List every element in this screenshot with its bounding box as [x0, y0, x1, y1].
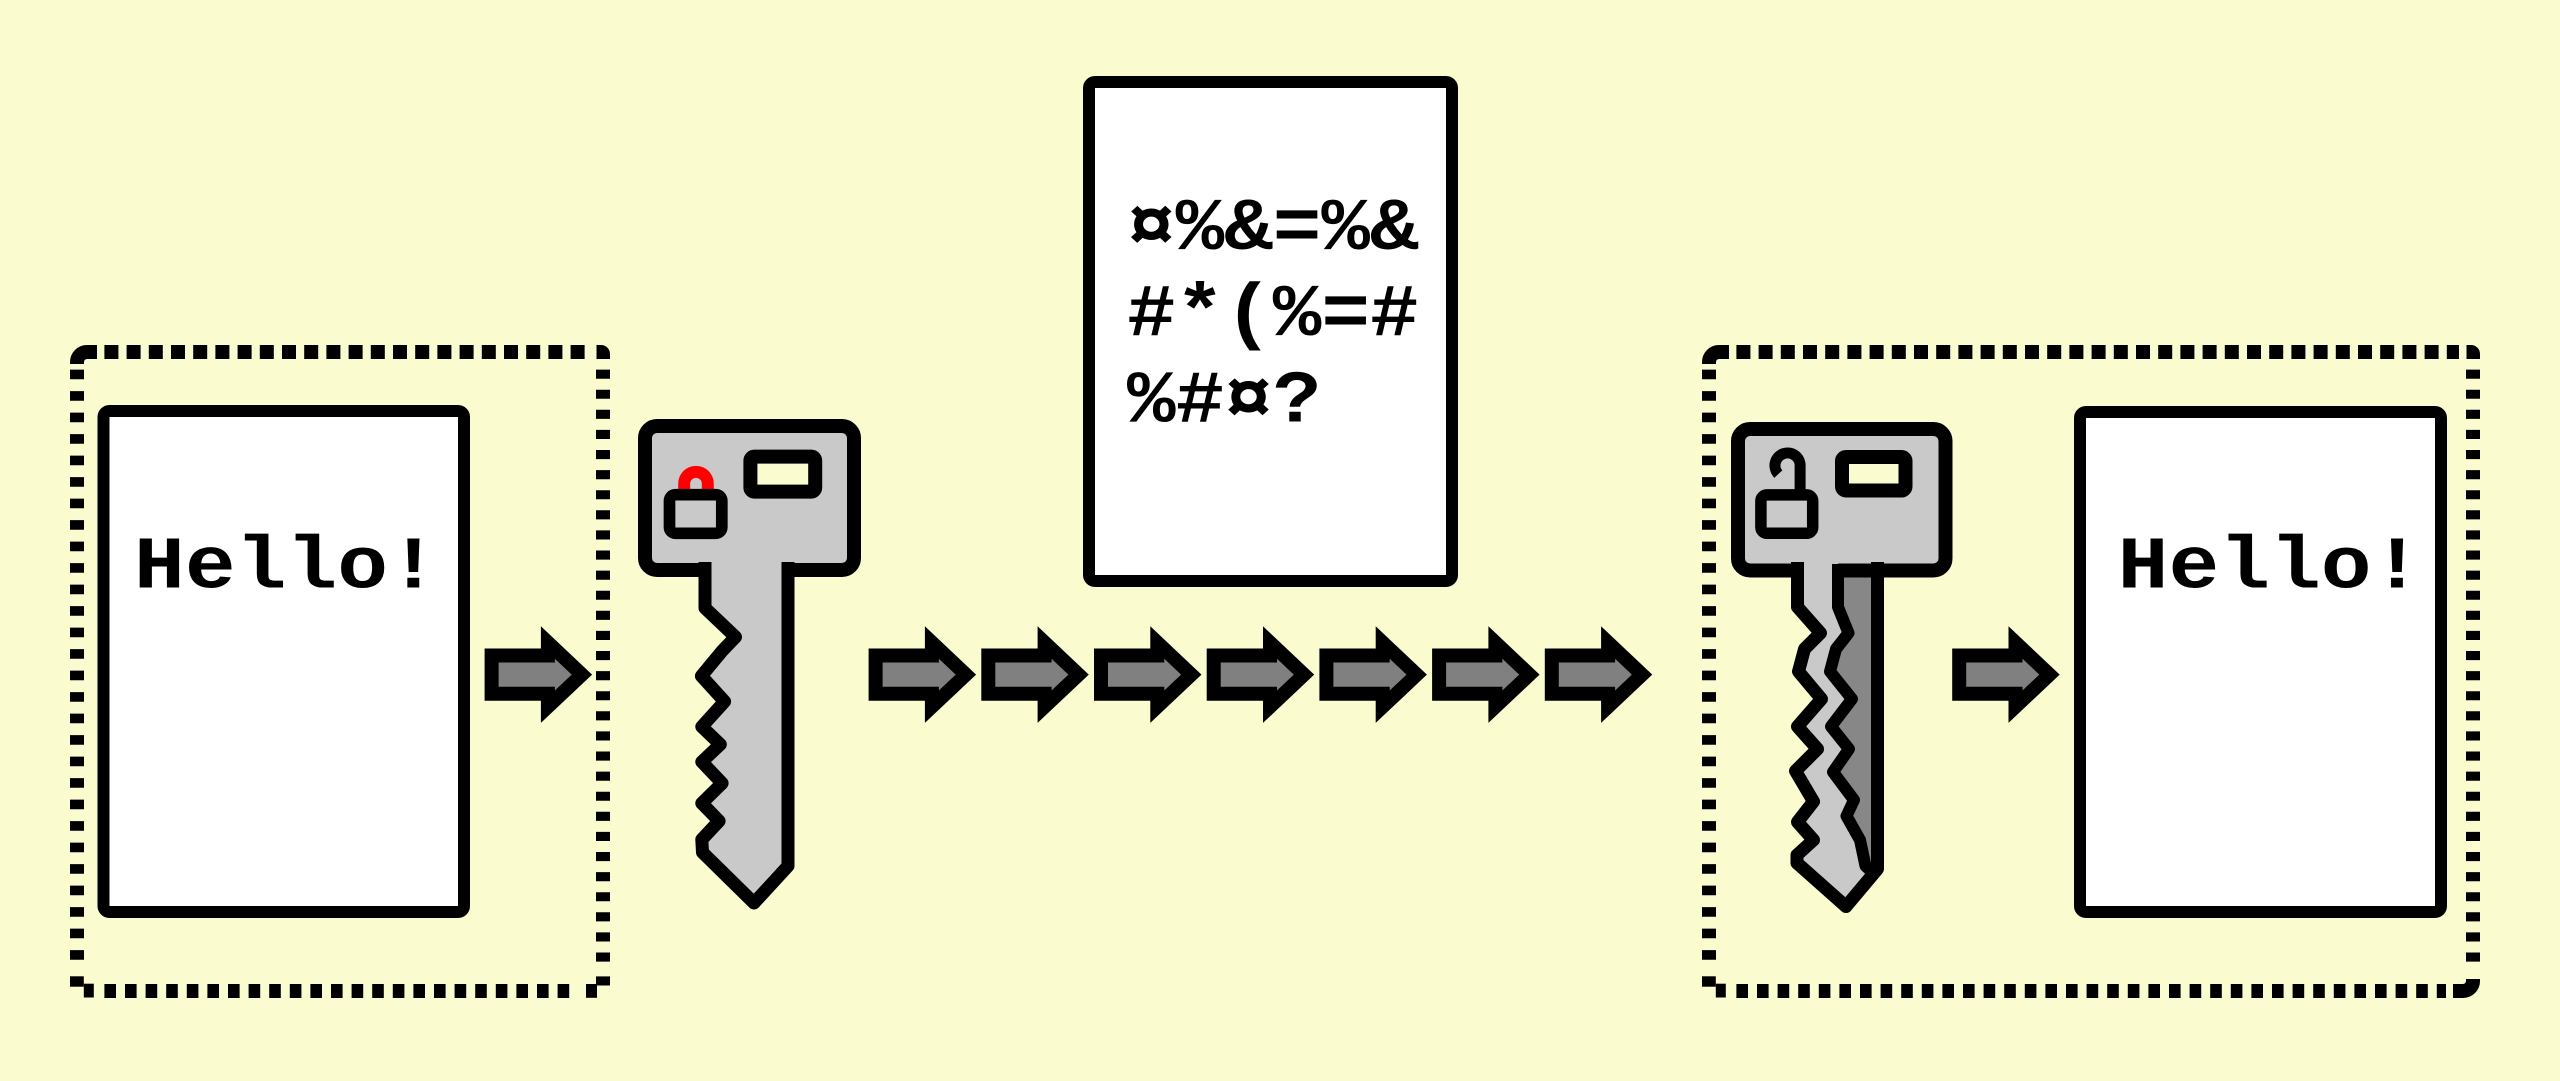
svg-text:Hello!: Hello! [134, 526, 439, 610]
svg-text:Hello!: Hello! [2118, 526, 2423, 610]
svg-text:#*(%=#: #*(%=# [1127, 274, 1419, 358]
svg-text:%#¤?: %#¤? [1127, 360, 1321, 444]
svg-text:¤%&=%&: ¤%&=%& [1127, 188, 1419, 272]
